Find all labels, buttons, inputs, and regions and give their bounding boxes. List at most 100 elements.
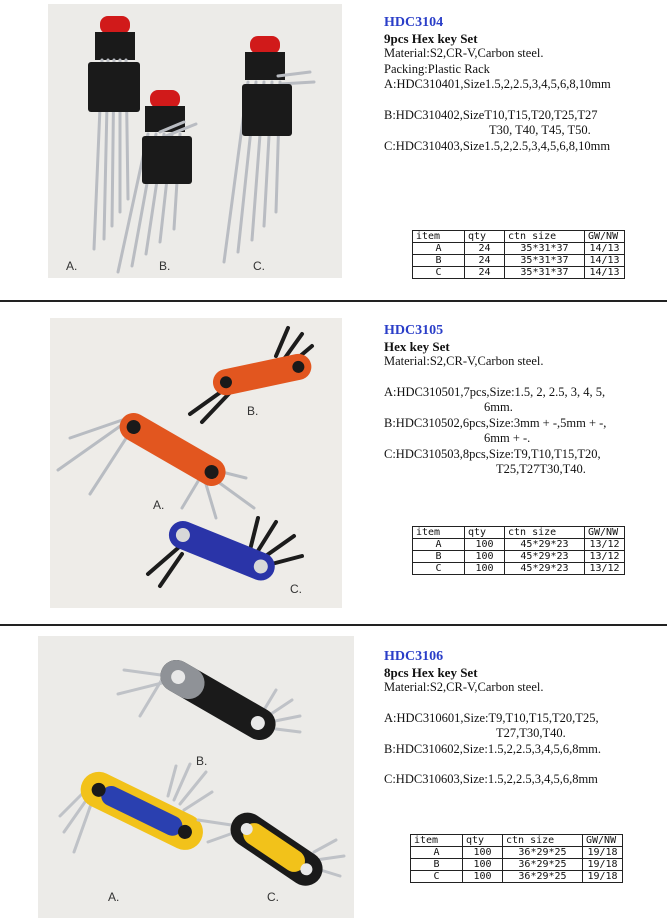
table-cell: C xyxy=(412,266,465,279)
table-cell: 24 xyxy=(464,266,505,279)
table-header: item xyxy=(410,834,463,847)
table-header: ctn size xyxy=(504,230,585,243)
table-cell: B xyxy=(412,550,465,563)
table-header: GW/NW xyxy=(584,526,625,539)
hex-key-rack-illustration xyxy=(48,4,342,278)
table-cell: 45*29*23 xyxy=(504,550,585,563)
table-row: A 24 35*31*37 14/13 xyxy=(412,242,625,255)
table-header-row: item qty ctn size GW/NW xyxy=(410,834,623,847)
table-cell: 36*29*25 xyxy=(502,870,583,883)
photo-label-c: C. xyxy=(290,582,302,596)
section-divider xyxy=(0,624,667,626)
photo-label-b: B. xyxy=(247,404,259,418)
folding-key-illustration xyxy=(50,318,342,608)
spec-line: A:HDC310401,Size1.5,2,2.5,3,4,5,6,8,10mm xyxy=(384,77,611,91)
spec-line: Material:S2,CR-V,Carbon steel. xyxy=(384,680,544,694)
product-name: 8pcs Hex key Set xyxy=(384,665,478,680)
table-row: A 100 45*29*23 13/12 xyxy=(412,538,625,551)
table-cell: 100 xyxy=(464,550,505,563)
table-cell: 14/13 xyxy=(584,254,625,267)
table-cell: 14/13 xyxy=(584,242,625,255)
spec-line xyxy=(384,370,667,385)
photo-label-c: C. xyxy=(267,890,279,904)
table-row: B 100 36*29*25 19/18 xyxy=(410,858,623,871)
rack-set-a-icon xyxy=(88,16,140,251)
folding-set-a-icon xyxy=(56,413,256,520)
spec-line: 6mm. xyxy=(484,400,513,414)
ergo-set-a-icon xyxy=(58,762,214,854)
table-cell: C xyxy=(410,870,463,883)
product-description-hdc3104: HDC3104 9pcs Hex key Set Material:S2,CR-… xyxy=(384,14,667,154)
spec-line: C:HDC310503,8pcs,Size:T9,T10,T15,T20, xyxy=(384,446,601,461)
table-header: qty xyxy=(464,526,505,539)
table-cell: C xyxy=(412,562,465,575)
ergonomic-key-illustration xyxy=(38,636,354,918)
table-cell: 14/13 xyxy=(584,266,625,279)
table-cell: 100 xyxy=(462,858,503,871)
folding-set-c-icon xyxy=(146,516,304,588)
spec-line: A:HDC310501,7pcs,Size:1.5, 2, 2.5, 3, 4,… xyxy=(384,384,606,399)
spec-line: Packing:Plastic Rack xyxy=(384,61,490,76)
table-cell: B xyxy=(412,254,465,267)
photo-label-c: C. xyxy=(253,259,265,273)
spec-table-hdc3105: item qty ctn size GW/NW A 100 45*29*23 1… xyxy=(412,526,625,575)
product-photo-hdc3104 xyxy=(48,4,342,278)
table-cell: 24 xyxy=(464,254,505,267)
table-row: C 100 36*29*25 19/18 xyxy=(410,870,623,883)
spec-line: A:HDC310601,Size:T9,T10,T15,T20,T25, xyxy=(384,710,599,725)
table-cell: 100 xyxy=(462,870,503,883)
spec-line: Material:S2,CR-V,Carbon steel. xyxy=(384,354,544,368)
product-code: HDC3104 xyxy=(384,15,444,30)
ergo-set-c-icon xyxy=(196,812,346,886)
product-section-hdc3105: B. A. C. HDC3105 Hex key Set Material:S2… xyxy=(0,302,667,624)
table-header-row: item qty ctn size GW/NW xyxy=(412,526,625,539)
product-description-hdc3105: HDC3105 Hex key Set Material:S2,CR-V,Car… xyxy=(384,322,667,478)
table-row: C 24 35*31*37 14/13 xyxy=(412,266,625,279)
photo-label-a: A. xyxy=(153,498,165,512)
spec-line: T27,T30,T40. xyxy=(496,726,566,740)
spec-line: B:HDC310602,Size:1.5,2,2.5,3,4,5,6,8mm. xyxy=(384,741,602,756)
spec-line xyxy=(384,757,667,772)
section-divider xyxy=(0,300,667,302)
product-photo-hdc3106 xyxy=(38,636,354,918)
table-cell: 19/18 xyxy=(582,870,623,883)
table-cell: 13/12 xyxy=(584,550,625,563)
table-header: qty xyxy=(462,834,503,847)
photo-label-a: A. xyxy=(66,259,78,273)
table-row: A 100 36*29*25 19/18 xyxy=(410,846,623,859)
spec-line xyxy=(384,93,667,108)
spec-table-hdc3106: item qty ctn size GW/NW A 100 36*29*25 1… xyxy=(410,834,623,883)
spec-line: B:HDC310402,SizeT10,T15,T20,T25,T27 xyxy=(384,107,598,122)
table-header-row: item qty ctn size GW/NW xyxy=(412,230,625,243)
table-header: item xyxy=(412,230,465,243)
table-cell: B xyxy=(410,858,463,871)
table-cell: 100 xyxy=(464,562,505,575)
spec-table-hdc3104: item qty ctn size GW/NW A 24 35*31*37 14… xyxy=(412,230,625,279)
table-cell: 45*29*23 xyxy=(504,562,585,575)
photo-label-b: B. xyxy=(196,754,208,768)
table-cell: 19/18 xyxy=(582,846,623,859)
ergo-set-b-icon xyxy=(116,660,302,740)
table-cell: 36*29*25 xyxy=(502,846,583,859)
product-name: 9pcs Hex key Set xyxy=(384,31,478,46)
product-section-hdc3106: B. A. C. HDC3106 8pcs Hex key Set Materi… xyxy=(0,626,667,923)
table-cell: 35*31*37 xyxy=(504,254,585,267)
spec-line: C:HDC310603,Size:1.5,2,2.5,3,4,5,6,8mm xyxy=(384,772,598,786)
product-name: Hex key Set xyxy=(384,339,450,354)
table-row: B 100 45*29*23 13/12 xyxy=(412,550,625,563)
rack-set-b-icon xyxy=(116,90,198,274)
table-header: GW/NW xyxy=(582,834,623,847)
table-cell: A xyxy=(412,538,465,551)
table-row: B 24 35*31*37 14/13 xyxy=(412,254,625,267)
table-header: ctn size xyxy=(504,526,585,539)
table-header: item xyxy=(412,526,465,539)
spec-line: B:HDC310502,6pcs,Size:3mm + -,5mm + -, xyxy=(384,415,607,430)
spec-line: T30, T40, T45, T50. xyxy=(489,123,591,137)
spec-line xyxy=(384,696,667,711)
product-code: HDC3106 xyxy=(384,649,444,664)
table-cell: A xyxy=(410,846,463,859)
table-cell: 13/12 xyxy=(584,562,625,575)
spec-line: C:HDC310403,Size1.5,2,2.5,3,4,5,6,8,10mm xyxy=(384,138,611,153)
table-cell: 13/12 xyxy=(584,538,625,551)
table-cell: A xyxy=(412,242,465,255)
